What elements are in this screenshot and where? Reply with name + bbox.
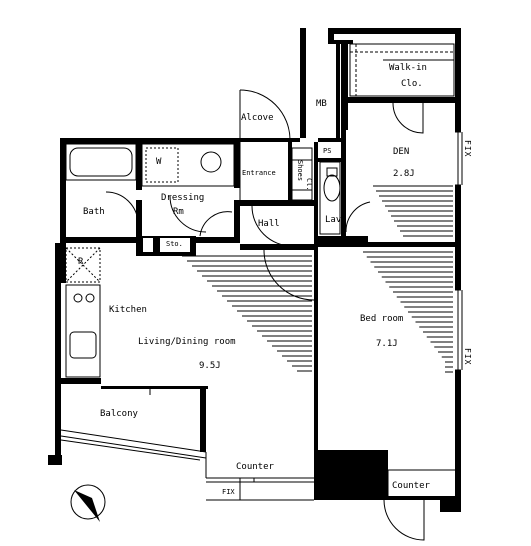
hall-label: Hall — [258, 219, 280, 229]
walkin-label-2: Clo. — [401, 79, 423, 89]
den-size: 2.8J — [393, 169, 415, 179]
walls — [48, 28, 461, 512]
walkin-label: Walk-in — [389, 63, 427, 73]
cutouts — [143, 238, 190, 252]
fix-label-den: FIX — [463, 140, 472, 158]
alcove-label: Alcove — [241, 113, 274, 123]
mb-label: MB — [316, 99, 327, 109]
entrance-label: Entrance — [242, 169, 276, 177]
shoes-label-2: Cl. — [305, 178, 313, 191]
fix-label-bedroom: FIX — [463, 348, 472, 366]
bedroom-size: 7.1J — [376, 339, 398, 349]
den-label: DEN — [393, 147, 410, 157]
kitchen-label: Kitchen — [109, 305, 147, 315]
counter-label-1: Counter — [236, 462, 274, 472]
floor-hatch — [182, 185, 453, 373]
compass-icon — [70, 484, 106, 522]
ps-label: PS — [323, 147, 332, 155]
balcony-label: Balcony — [100, 409, 138, 419]
living-label: Living/Dining room — [138, 337, 236, 347]
fix-label-bottom: FIX — [222, 488, 235, 496]
bedroom-label: Bed room — [360, 314, 404, 324]
thin-lines — [60, 43, 463, 541]
bath-label: Bath — [83, 207, 105, 217]
lav-label: Lav. — [325, 215, 347, 225]
sto-label: Sto. — [166, 240, 183, 248]
shoes-label: Shoes — [296, 160, 304, 182]
dressing-label-2: Rm — [173, 207, 184, 217]
counter-label-2: Counter — [392, 481, 430, 491]
dressing-label: Dressing — [161, 193, 205, 203]
fridge-label: R — [78, 257, 84, 267]
living-size: 9.5J — [199, 361, 221, 371]
washer-label: W — [156, 157, 162, 167]
